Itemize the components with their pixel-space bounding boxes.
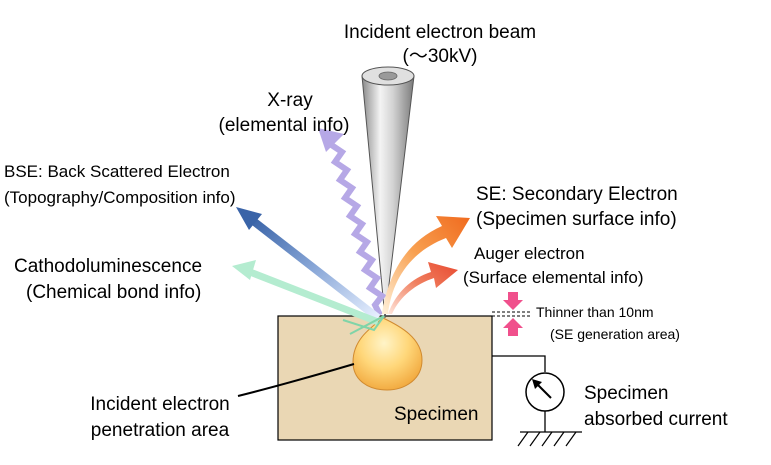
cathodo-label-line2: (Chemical bond info): [26, 282, 201, 303]
current-label-line2: absorbed current: [584, 409, 728, 430]
se-label-line1: SE: Secondary Electron: [476, 184, 678, 205]
bse-label-line1: BSE: Back Scattered Electron: [4, 162, 230, 181]
xray-arrow-icon: [318, 128, 387, 317]
xray-label-line2: (elemental info): [219, 115, 350, 136]
ground-hatch-icon: [517, 431, 577, 447]
current-label-line1: Specimen: [584, 383, 669, 404]
xray-label-line1: X-ray: [267, 90, 313, 111]
beam-label-line2: (～30kV): [403, 46, 478, 67]
bse-arrow-icon: [236, 207, 381, 322]
specimen-label: Specimen: [394, 404, 479, 425]
cathodo-arrow-icon: [232, 260, 380, 326]
auger-label-line2: (Surface elemental info): [463, 268, 643, 287]
ammeter-icon: [492, 355, 582, 433]
penetration-leader-line: [237, 363, 355, 397]
beam-label-line1: Incident electron beam: [344, 22, 536, 43]
penetration-label-line1: Incident electron: [90, 394, 229, 415]
thin-layer-marker: [492, 292, 532, 336]
bse-outline-path: [342, 315, 385, 335]
se-arrow-icon: [382, 216, 470, 314]
cathodo-label-line1: Cathodoluminescence: [14, 256, 202, 277]
penetration-drop: [352, 317, 423, 391]
incident-beam-icon: [361, 66, 415, 319]
auger-label-line1: Auger electron: [474, 244, 585, 263]
se-label-line2: (Specimen surface info): [476, 209, 677, 230]
thin-label-line2: (SE generation area): [550, 326, 680, 342]
bse-label-line2: (Topography/Composition info): [4, 188, 236, 207]
penetration-label-line2: penetration area: [91, 420, 230, 441]
thin-label-line1: Thinner than 10nm: [536, 304, 654, 320]
auger-arrow-icon: [388, 262, 458, 314]
